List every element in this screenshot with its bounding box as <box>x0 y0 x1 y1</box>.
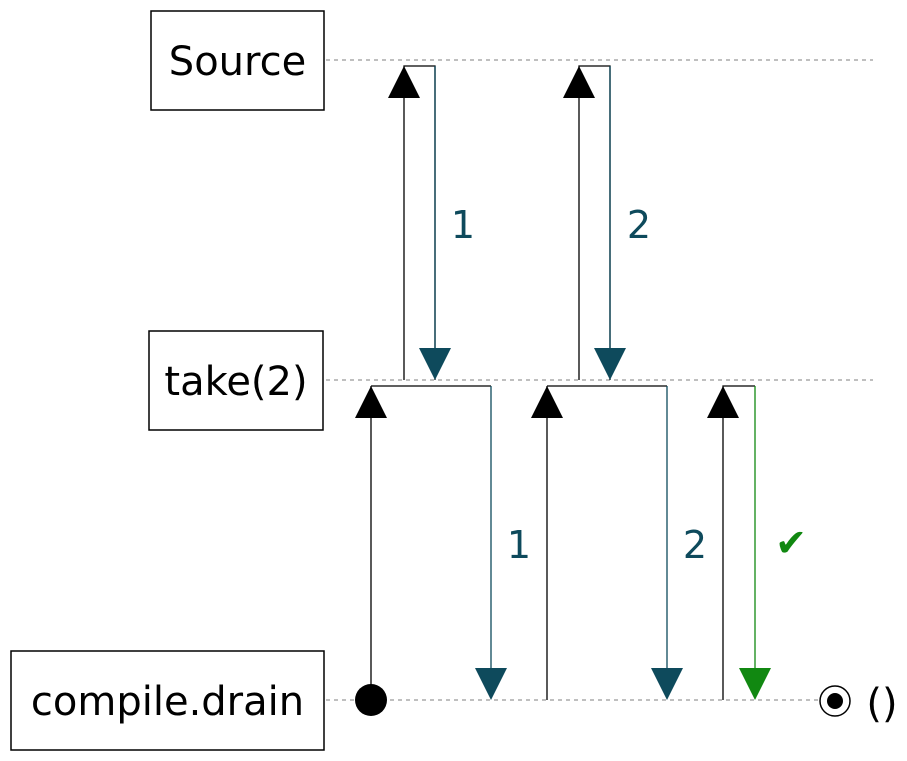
request-arrowhead <box>531 386 563 418</box>
stage-source-box <box>150 10 325 111</box>
emission-label: 1 <box>451 203 475 247</box>
take-drain-exchange-1: 1 <box>355 385 531 716</box>
stage-drain: compile.drain <box>10 650 325 751</box>
emission-label: 2 <box>627 203 651 247</box>
stage-source-label: Source <box>169 39 306 85</box>
complete-arrowhead <box>739 668 771 700</box>
emit-arrowhead <box>594 348 626 380</box>
complete-check-icon: ✔ <box>775 521 807 565</box>
stage-drain-box <box>10 650 325 751</box>
stage-source: Source <box>150 10 325 111</box>
source-take-exchange-1: 1 <box>388 65 475 380</box>
emit-arrowhead <box>475 668 507 700</box>
request-line <box>722 385 755 700</box>
source-take-exchange-2: 2 <box>563 65 651 380</box>
stage-take: take(2) <box>148 330 324 431</box>
request-arrowhead <box>563 66 595 98</box>
subscribe-dot <box>355 684 387 716</box>
request-arrowhead <box>707 386 739 418</box>
take-drain-completion: ✔ <box>707 385 807 700</box>
result-marker: () <box>819 681 898 727</box>
stage-take-label: take(2) <box>164 359 307 405</box>
emission-label: 2 <box>683 523 707 567</box>
emit-arrowhead <box>651 668 683 700</box>
request-line <box>578 65 611 380</box>
result-target-dot <box>827 693 843 709</box>
emit-arrowhead <box>419 348 451 380</box>
take-drain-exchange-2: 2 <box>531 385 707 700</box>
request-arrowhead <box>355 386 387 418</box>
result-label: () <box>866 681 897 727</box>
stage-take-box <box>148 330 324 431</box>
emission-label: 1 <box>507 523 531 567</box>
request-line <box>403 65 436 380</box>
stage-drain-label: compile.drain <box>31 679 304 725</box>
request-arrowhead <box>388 66 420 98</box>
